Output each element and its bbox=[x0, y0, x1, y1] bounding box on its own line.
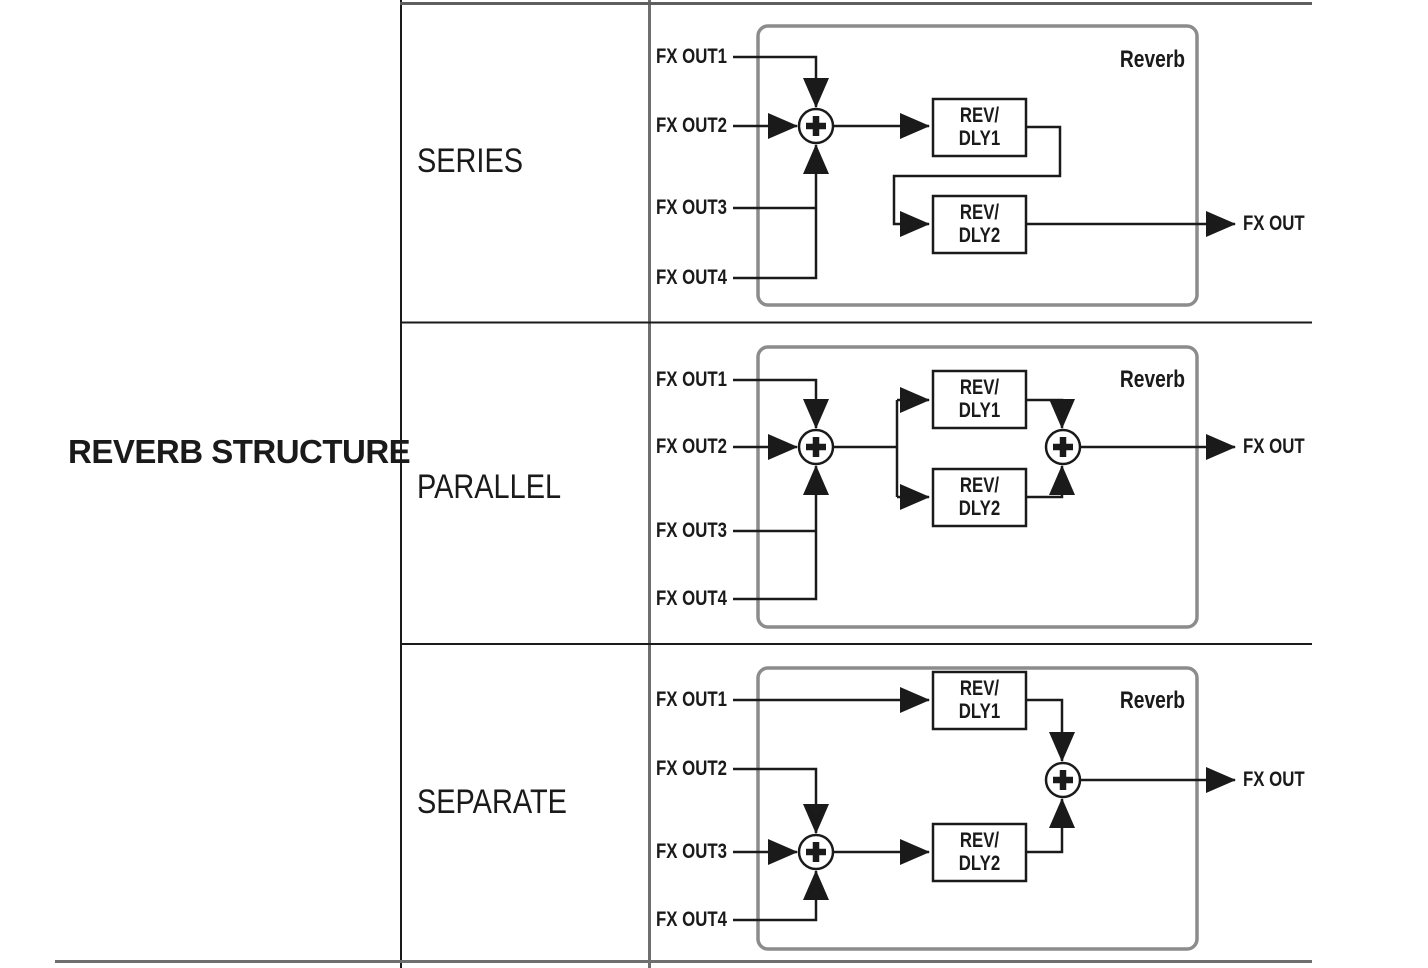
parallel-reverb-title: Reverb bbox=[1119, 366, 1185, 393]
reverb-container-series bbox=[756, 24, 1199, 307]
separate-input-fxout3: FX OUT3 bbox=[656, 840, 727, 863]
wire-separate-block2-to-sum2 bbox=[1026, 798, 1075, 854]
series-input-fxout1: FX OUT1 bbox=[656, 45, 727, 68]
wire-series-fxout4 bbox=[733, 144, 829, 280]
separate-block2-rect bbox=[931, 822, 1028, 883]
separate-block1-label: REV/ DLY1 bbox=[958, 676, 1001, 723]
parallel-output-label: FX OUT bbox=[1243, 435, 1305, 458]
parallel-sum-node-2 bbox=[1044, 428, 1082, 466]
separate-reverb-title: Reverb bbox=[1119, 687, 1185, 714]
series-block2-rect bbox=[931, 194, 1028, 255]
separate-output-label: FX OUT bbox=[1243, 768, 1305, 791]
row-label-parallel: PARALLEL bbox=[417, 468, 562, 506]
wire-parallel-block2-to-sum2 bbox=[1026, 465, 1075, 499]
table-grid bbox=[55, 0, 1312, 968]
separate-block2-label: REV/ DLY2 bbox=[958, 828, 1001, 875]
reverb-container-parallel bbox=[756, 345, 1199, 629]
parallel-block2-label: REV/ DLY2 bbox=[958, 473, 1001, 520]
wire-parallel-block1-to-sum2 bbox=[1026, 398, 1075, 429]
parallel-block2-rect bbox=[931, 467, 1028, 528]
parallel-input-fxout4: FX OUT4 bbox=[656, 587, 727, 610]
separate-input-fxout2: FX OUT2 bbox=[656, 757, 727, 780]
series-reverb-title: Reverb bbox=[1119, 46, 1185, 73]
row-label-series: SERIES bbox=[417, 142, 524, 180]
parallel-block1-label: REV/ DLY1 bbox=[958, 375, 1001, 422]
wire-separate-block1-to-sum2 bbox=[1026, 698, 1075, 762]
separate-input-fxout4: FX OUT4 bbox=[656, 908, 727, 931]
series-block1-rect bbox=[931, 97, 1028, 158]
parallel-sum-node-1 bbox=[797, 428, 835, 466]
separate-sum-node-2 bbox=[1044, 761, 1082, 799]
wire-separate-fxout2 bbox=[733, 767, 829, 834]
parallel-diagram bbox=[733, 369, 1236, 601]
parallel-input-fxout3: FX OUT3 bbox=[656, 519, 727, 542]
reverb-containers bbox=[756, 24, 1199, 951]
row-header-reverb-structure: REVERB STRUCTURE bbox=[68, 433, 411, 470]
series-block2-label: REV/ DLY2 bbox=[958, 200, 1001, 247]
parallel-block1-rect bbox=[931, 369, 1028, 430]
series-input-fxout4: FX OUT4 bbox=[656, 266, 727, 289]
series-output-label: FX OUT bbox=[1243, 212, 1305, 235]
separate-block1-rect bbox=[931, 670, 1028, 731]
row-label-separate: SEPARATE bbox=[417, 783, 567, 821]
reverb-container-separate bbox=[756, 666, 1199, 951]
wire-separate-fxout4 bbox=[733, 870, 829, 922]
separate-sum-node-1 bbox=[797, 833, 835, 871]
separate-input-fxout1: FX OUT1 bbox=[656, 688, 727, 711]
series-diagram bbox=[733, 55, 1236, 280]
series-input-fxout3: FX OUT3 bbox=[656, 196, 727, 219]
wire-parallel-fxout4 bbox=[733, 465, 829, 601]
parallel-input-fxout2: FX OUT2 bbox=[656, 435, 727, 458]
separate-diagram bbox=[733, 670, 1236, 922]
wire-series-fxout1 bbox=[733, 55, 829, 108]
series-input-fxout2: FX OUT2 bbox=[656, 114, 727, 137]
wire-parallel-fxout1 bbox=[733, 378, 829, 429]
series-sum-node bbox=[797, 107, 835, 145]
parallel-input-fxout1: FX OUT1 bbox=[656, 368, 727, 391]
series-block1-label: REV/ DLY1 bbox=[958, 103, 1001, 150]
wire-series-block1-to-block2 bbox=[892, 125, 1062, 237]
